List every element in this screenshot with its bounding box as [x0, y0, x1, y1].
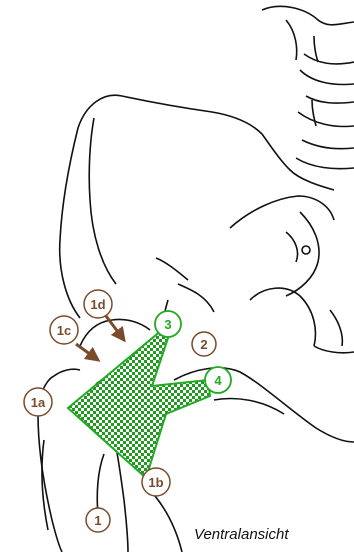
marker-1a: 1a: [24, 388, 52, 416]
label-3: 3: [164, 317, 171, 332]
marker-1d: 1d: [84, 290, 112, 318]
label-4: 4: [214, 373, 222, 388]
label-1d: 1d: [90, 297, 105, 312]
marker-1c: 1c: [50, 316, 78, 344]
label-1b: 1b: [148, 475, 163, 490]
marker-1b: 1b: [142, 468, 170, 496]
label-2: 2: [200, 337, 207, 352]
marker-4: 4: [205, 367, 231, 393]
marker-1: 1: [86, 508, 110, 532]
label-1c: 1c: [57, 323, 71, 338]
arrow-1c-icon: [76, 344, 98, 360]
label-1a: 1a: [31, 395, 46, 410]
marker-3: 3: [155, 311, 181, 337]
label-1: 1: [94, 513, 101, 528]
view-caption: Ventralansicht: [194, 526, 289, 543]
marker-2: 2: [192, 332, 216, 356]
lumbar-spine: [262, 6, 354, 168]
